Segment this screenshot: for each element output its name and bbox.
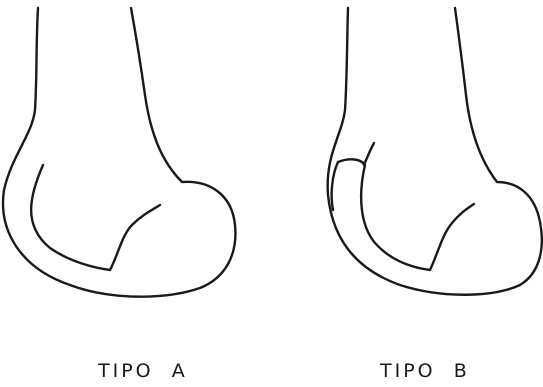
- fracture-fragment-b: [332, 162, 338, 210]
- fracture-spur-b: [364, 143, 374, 165]
- bone-outline-a: [3, 8, 235, 297]
- bone-outline-b: [328, 8, 542, 295]
- panel-b: [328, 8, 542, 295]
- panel-a-label: TIPO A: [98, 360, 188, 382]
- fracture-line-b: [338, 159, 474, 270]
- panel-b-label: TIPO B: [380, 360, 470, 382]
- fracture-line-a: [31, 165, 160, 270]
- panel-a: [3, 8, 235, 297]
